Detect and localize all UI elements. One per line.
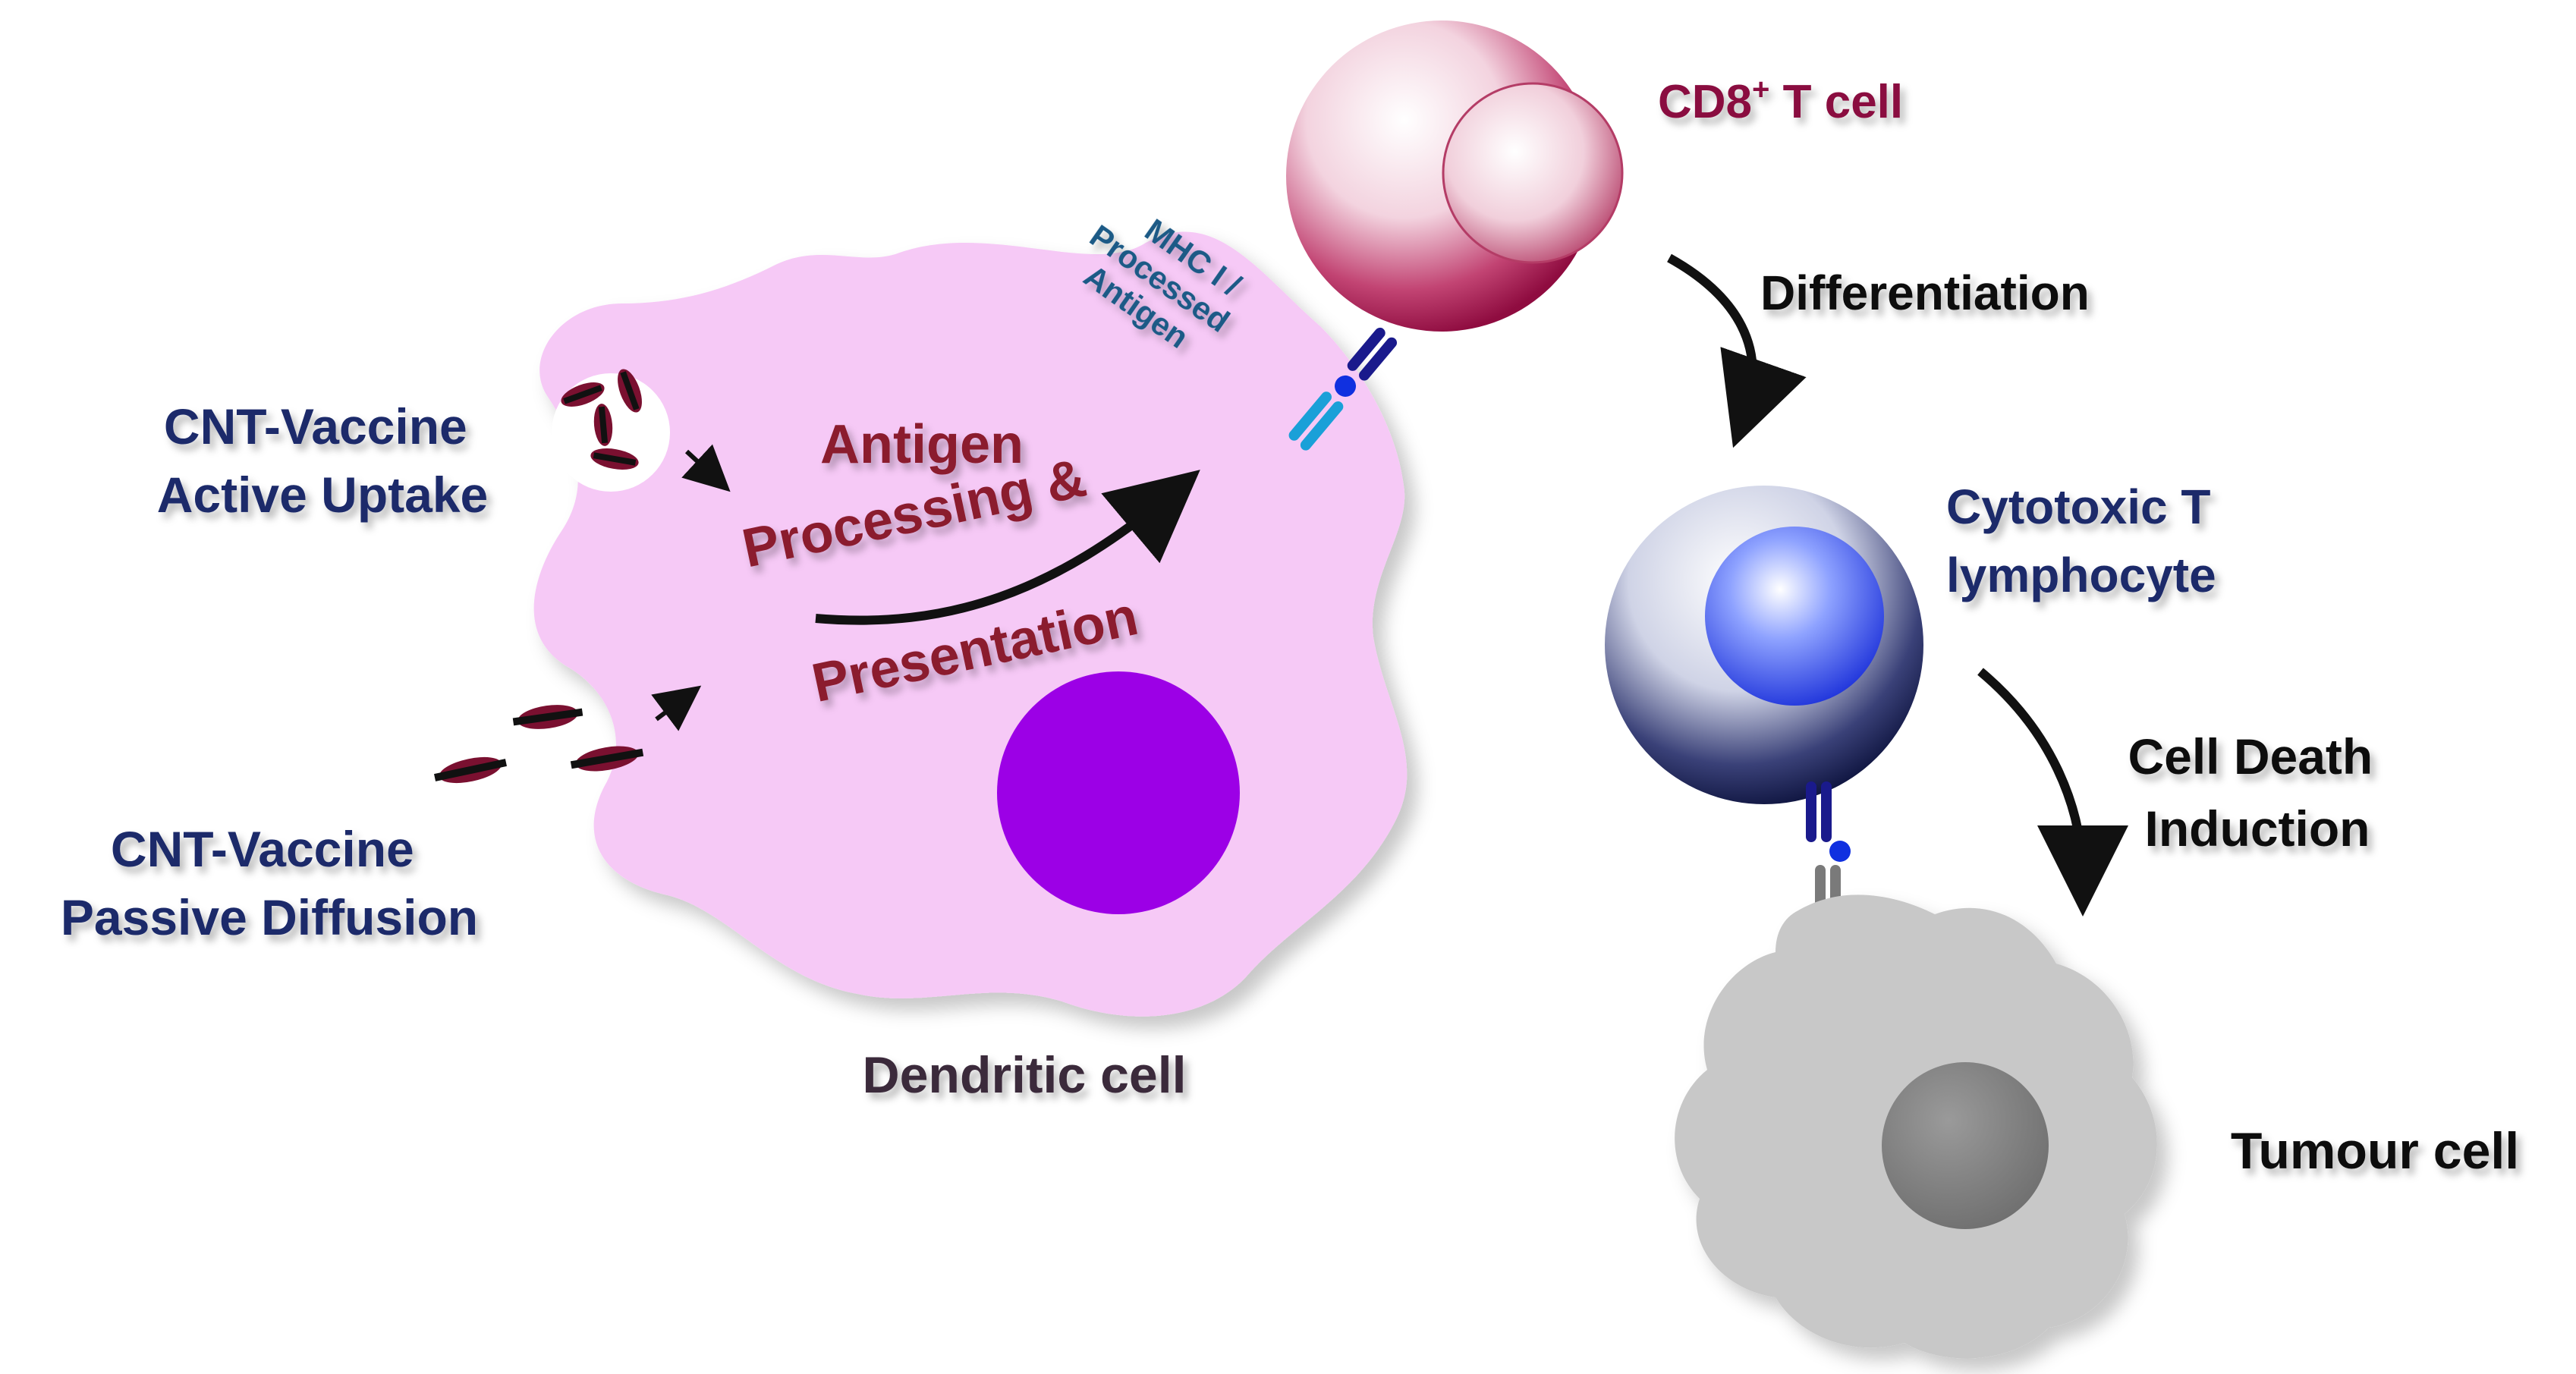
differentiation-label: Differentiation (1760, 266, 2090, 320)
antigen-peptide (1829, 841, 1851, 862)
tcr-chain (1821, 781, 1832, 842)
dendritic-cell (533, 231, 1408, 1017)
tumour-cell (1675, 895, 2157, 1359)
cnt-particle (570, 746, 644, 772)
differentiation-arrow (1667, 253, 1807, 448)
tumour-cell-label: Tumour cell (2231, 1122, 2519, 1180)
ctl-cell-nucleus (1705, 527, 1884, 706)
dendritic-nucleus (997, 671, 1240, 914)
uptake-arrows (651, 444, 731, 731)
tcr-chain (1806, 781, 1816, 842)
cytotoxic-label: Cytotoxic T lymphocyte (1946, 479, 2224, 602)
cnt-particle (593, 404, 613, 446)
active-uptake-arrow (681, 444, 731, 492)
passive-diffusion-arrow (651, 685, 702, 731)
antigen-peptide (1335, 375, 1357, 397)
mhc-chain (1300, 401, 1344, 451)
processing-arrow (815, 470, 1200, 625)
cnt-particle (434, 756, 507, 784)
cd8-t-cell-label: CD8+ T cell (1658, 73, 1903, 128)
cnt-particles-active (561, 369, 642, 470)
cnt-particle (561, 382, 605, 407)
cnt-particle (512, 705, 583, 729)
cnt-particle (590, 448, 639, 470)
cnt-particles-passive (434, 705, 644, 784)
tumour-nucleus (1882, 1062, 2049, 1229)
mhc-receptor (1288, 327, 1398, 451)
passive-diffusion-label: CNT-Vaccine Passive Diffusion (61, 821, 478, 945)
cd8-t-cell (1286, 20, 1624, 332)
antigen-processing-label: Antigen (820, 414, 1024, 475)
tcr-chain (1347, 327, 1386, 371)
cell-death-arrow (1977, 668, 2128, 917)
active-uptake-label: CNT-Vaccine Active Uptake (157, 398, 489, 523)
tcr-chain (1359, 337, 1398, 381)
cd8-cell-nucleus (1442, 82, 1624, 264)
cnt-particle (618, 369, 642, 413)
cytotoxic-t-cell (1605, 486, 1923, 804)
mhc-chain (1288, 391, 1332, 441)
dendritic-cell-label: Dendritic cell (862, 1046, 1186, 1104)
cell-death-label: Cell Death Induction (2128, 728, 2386, 857)
